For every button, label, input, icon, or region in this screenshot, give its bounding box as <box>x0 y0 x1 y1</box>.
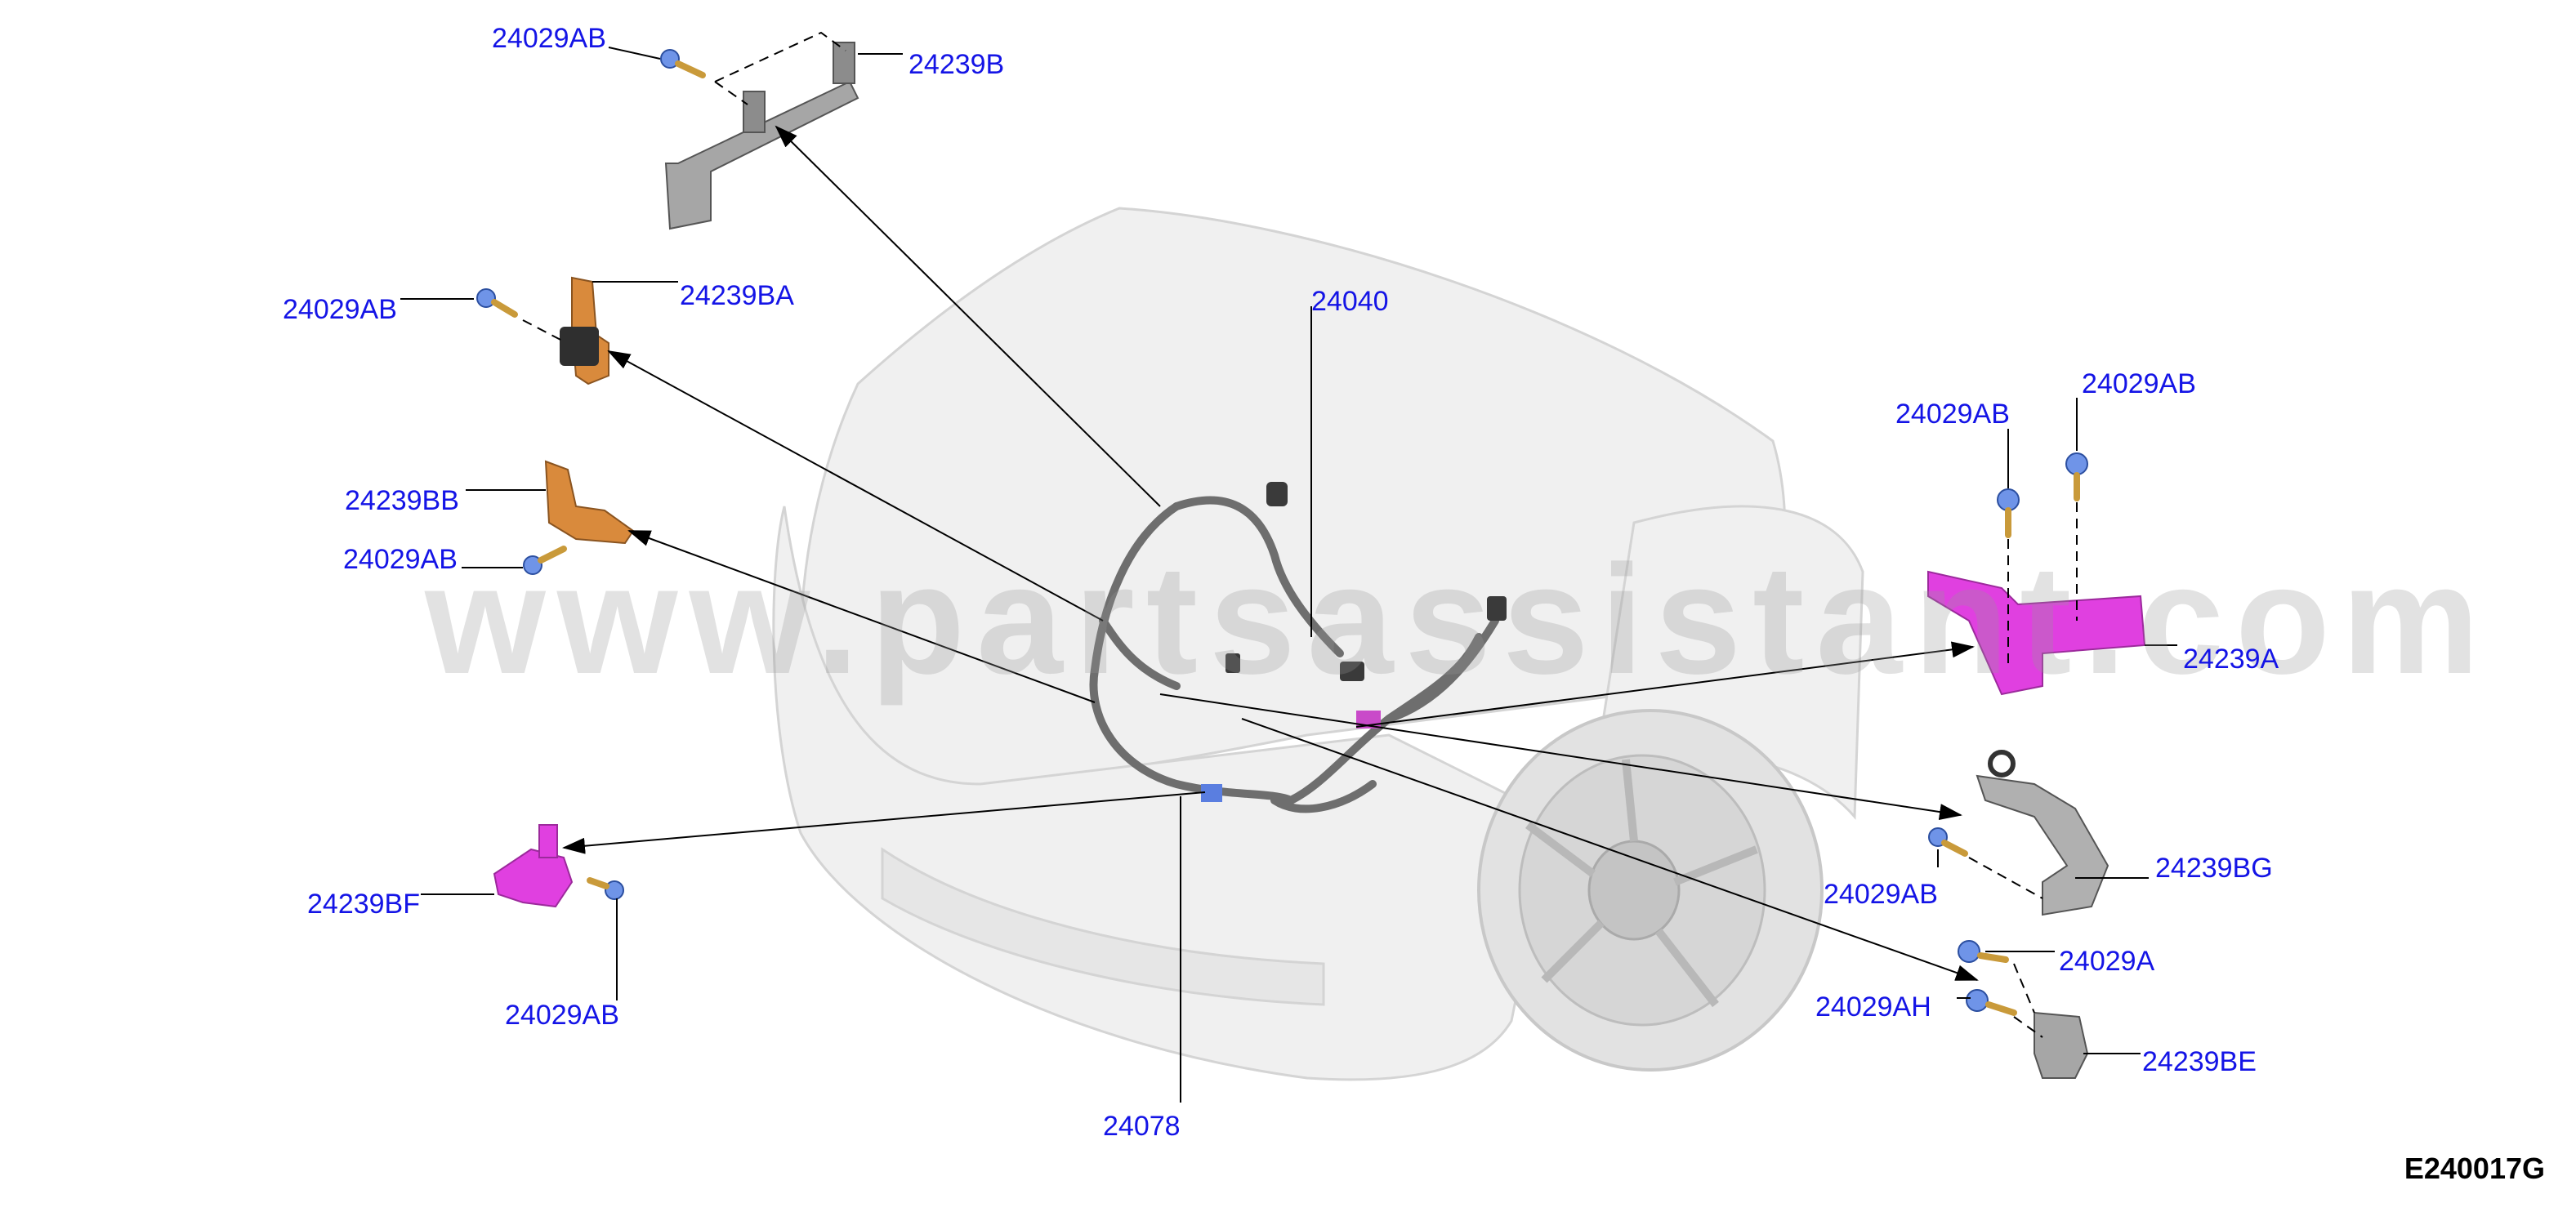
label-24029AB-bottom-left: 24029AB <box>505 1000 619 1031</box>
bolt-shanks <box>491 60 2080 1016</box>
label-24239BB: 24239BB <box>345 485 459 516</box>
bolt-icon <box>605 880 624 900</box>
bolt-icon <box>1958 940 1980 963</box>
label-24239BF: 24239BF <box>307 889 420 920</box>
label-24029AB-right-c: 24029AB <box>1824 879 1938 910</box>
label-24239BA: 24239BA <box>680 280 794 311</box>
assembly-dashed-lines <box>522 31 2078 1038</box>
bracket-24239BF <box>493 824 574 908</box>
label-24239BG: 24239BG <box>2155 853 2273 884</box>
label-24239B: 24239B <box>909 49 1005 80</box>
label-24029AB-left-mid: 24029AB <box>343 544 458 575</box>
bolt-icon <box>1966 989 1989 1012</box>
figure-code: E240017G <box>2404 1152 2545 1185</box>
bracket-24239BA <box>560 276 609 385</box>
grille <box>881 847 1325 1006</box>
bolt-icon <box>660 49 680 69</box>
bracket-24239BG <box>1976 750 2109 916</box>
label-24029A: 24029A <box>2059 946 2155 977</box>
label-24029AB-right-b: 24029AB <box>2082 368 2196 399</box>
label-24029AH: 24029AH <box>1815 991 1931 1023</box>
bracket-24239B <box>664 42 859 230</box>
label-24239A: 24239A <box>2183 644 2279 675</box>
bolt-icon <box>2065 452 2088 475</box>
label-24078: 24078 <box>1103 1111 1181 1142</box>
label-24029AB-left-upper: 24029AB <box>283 294 397 325</box>
label-24239BE: 24239BE <box>2142 1046 2257 1077</box>
watermark: www.partsassistant.com <box>425 533 2491 706</box>
bolts <box>476 49 2088 1012</box>
label-24040: 24040 <box>1311 286 1389 317</box>
bracket-24239A <box>1927 570 2146 696</box>
label-24029AB-right-a: 24029AB <box>1895 399 2010 430</box>
vehicle-front-ghost <box>772 207 1864 1081</box>
front-wheel <box>1477 709 1824 1072</box>
bolt-icon <box>476 288 496 308</box>
label-leaders <box>400 47 2177 1103</box>
leader-arrows <box>562 125 1979 981</box>
bolt-icon <box>523 555 542 575</box>
label-24029AB-top: 24029AB <box>492 23 606 54</box>
bracket-24239BE <box>2034 1011 2089 1079</box>
